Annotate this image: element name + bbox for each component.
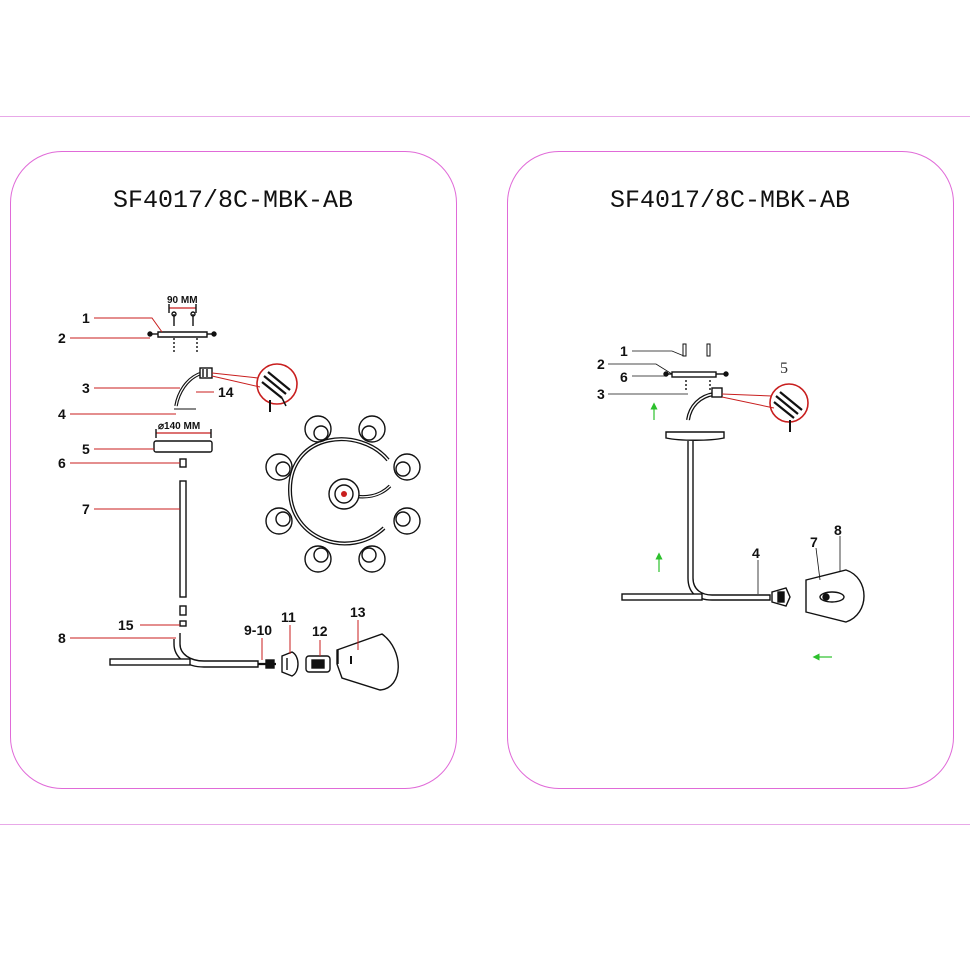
- lower-bar: [109, 658, 191, 666]
- label-7: 7: [82, 501, 90, 517]
- right-panel-frame: [507, 151, 954, 789]
- canopy: [153, 440, 213, 453]
- right-mounting-bracket: [663, 371, 729, 378]
- shade-top-7: [265, 507, 293, 535]
- left-part-labels: 1 2 3 4 5 6 7 8 9-10 11 12 13 14 15: [58, 310, 366, 646]
- label-13: 13: [350, 604, 366, 620]
- left-leader-lines: [70, 317, 359, 660]
- shade-top-2: [358, 415, 386, 443]
- right-label-8: 8: [834, 522, 842, 538]
- shade-top-6: [304, 545, 332, 573]
- label-3: 3: [82, 380, 90, 396]
- shade-top-3: [393, 453, 421, 481]
- label-8: 8: [58, 630, 66, 646]
- label-5: 5: [82, 441, 90, 457]
- right-screws: [682, 343, 711, 390]
- wire-detail-circle: [211, 363, 298, 412]
- left-panel-frame: [10, 151, 457, 789]
- dimension-140mm: ⌀140 MM: [155, 421, 212, 438]
- label-9-10: 9-10: [244, 622, 272, 638]
- mounting-bracket: [147, 331, 217, 338]
- chandelier-top-view: [265, 415, 421, 573]
- label-4: 4: [58, 406, 66, 422]
- label-1: 1: [82, 310, 90, 326]
- right-label-2: 2: [597, 356, 605, 372]
- label-2: 2: [58, 330, 66, 346]
- right-stem: [687, 441, 771, 601]
- label-12: 12: [312, 623, 328, 639]
- coupler: [179, 605, 187, 616]
- right-wire-detail-circle: [721, 383, 809, 432]
- dimension-140mm-text: ⌀140 MM: [158, 421, 200, 432]
- dimension-90mm-text: 90 MM: [167, 295, 198, 306]
- right-assembled-view: [621, 343, 865, 623]
- socket-cup: [281, 651, 299, 677]
- left-exploded-view: 90 MM: [109, 295, 421, 691]
- right-label-7: 7: [810, 534, 818, 550]
- right-leader-lines: [608, 350, 841, 594]
- shade-top-4: [393, 507, 421, 535]
- right-label-6: 6: [620, 369, 628, 385]
- right-label-5: 5: [780, 360, 788, 377]
- right-part-labels: 1 2 6 3 5 4 7 8: [597, 343, 842, 561]
- label-11: 11: [281, 609, 296, 625]
- shade-top-8: [265, 453, 293, 481]
- right-label-4: 4: [752, 545, 760, 561]
- label-15: 15: [118, 617, 134, 633]
- wire-connector: [199, 367, 213, 379]
- curved-arm: [174, 371, 203, 407]
- left-panel-title: SF4017/8C-MBK-AB: [112, 186, 354, 215]
- dimension-90mm: 90 MM: [167, 295, 198, 313]
- label-6: 6: [58, 455, 66, 471]
- shade-top-1: [304, 415, 332, 443]
- mounting-screws: [171, 311, 198, 352]
- right-label-1: 1: [620, 343, 628, 359]
- glass-shade: [336, 633, 399, 691]
- nut: [179, 458, 187, 468]
- ring: [179, 620, 187, 627]
- right-label-3: 3: [597, 386, 605, 402]
- right-canopy: [665, 431, 725, 441]
- top-guide-line: [0, 116, 970, 117]
- shade-top-5: [358, 545, 386, 573]
- rod: [179, 480, 187, 598]
- right-direction-arrows: [650, 402, 832, 661]
- label-14: 14: [218, 384, 234, 400]
- right-lower-bar: [621, 593, 703, 601]
- right-panel-title: SF4017/8C-MBK-AB: [609, 186, 851, 215]
- bottom-guide-line: [0, 824, 970, 825]
- right-curved-arm: [686, 392, 715, 421]
